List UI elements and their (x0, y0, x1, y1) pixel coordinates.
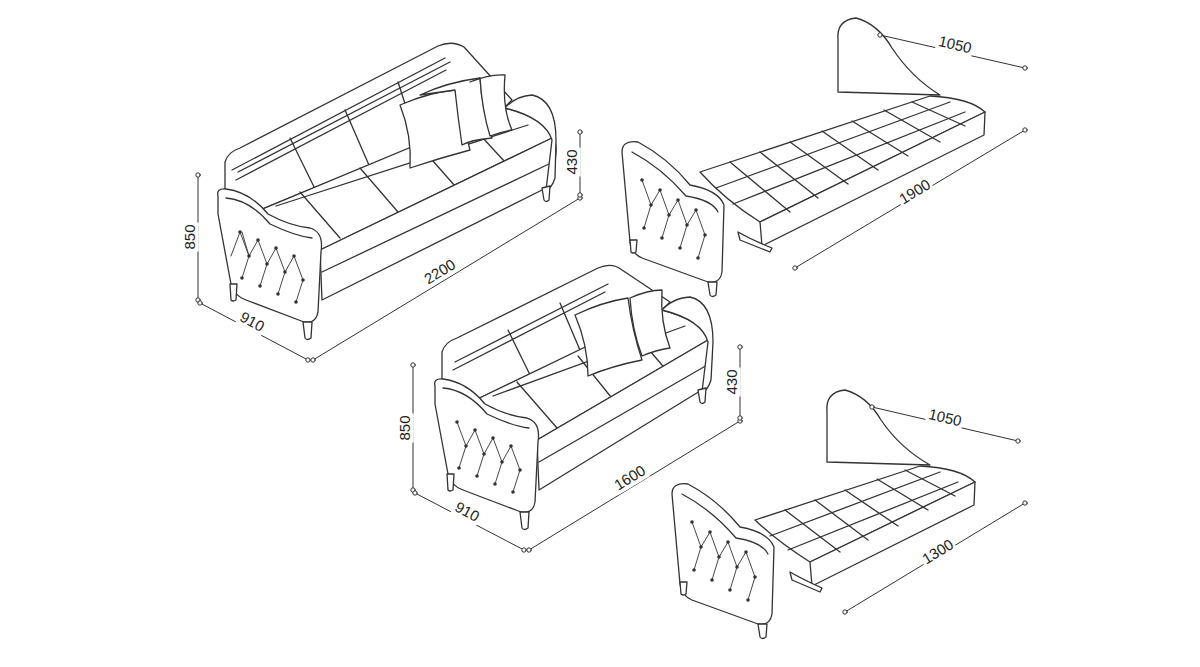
sofa-bed-small (672, 390, 975, 639)
dimension-label: 850 (182, 222, 199, 251)
dimension-label: 910 (450, 498, 483, 526)
dimension-label: 430 (564, 147, 581, 176)
dimension-label: 1600 (610, 461, 651, 494)
dimension-lines (196, 33, 1027, 614)
dimension-label: 430 (724, 367, 741, 396)
dimension-label: 1300 (918, 535, 959, 568)
dimension-label: 850 (397, 413, 414, 442)
sofa-small (435, 265, 713, 529)
dimension-label: 1050 (935, 33, 975, 57)
dimension-label: 1050 (925, 406, 965, 430)
dimension-label: 910 (235, 308, 268, 336)
dimension-label: 1900 (895, 175, 936, 208)
sofa-bed-large (622, 18, 985, 297)
dimension-label: 2200 (420, 255, 461, 288)
sofa-large (218, 43, 557, 339)
